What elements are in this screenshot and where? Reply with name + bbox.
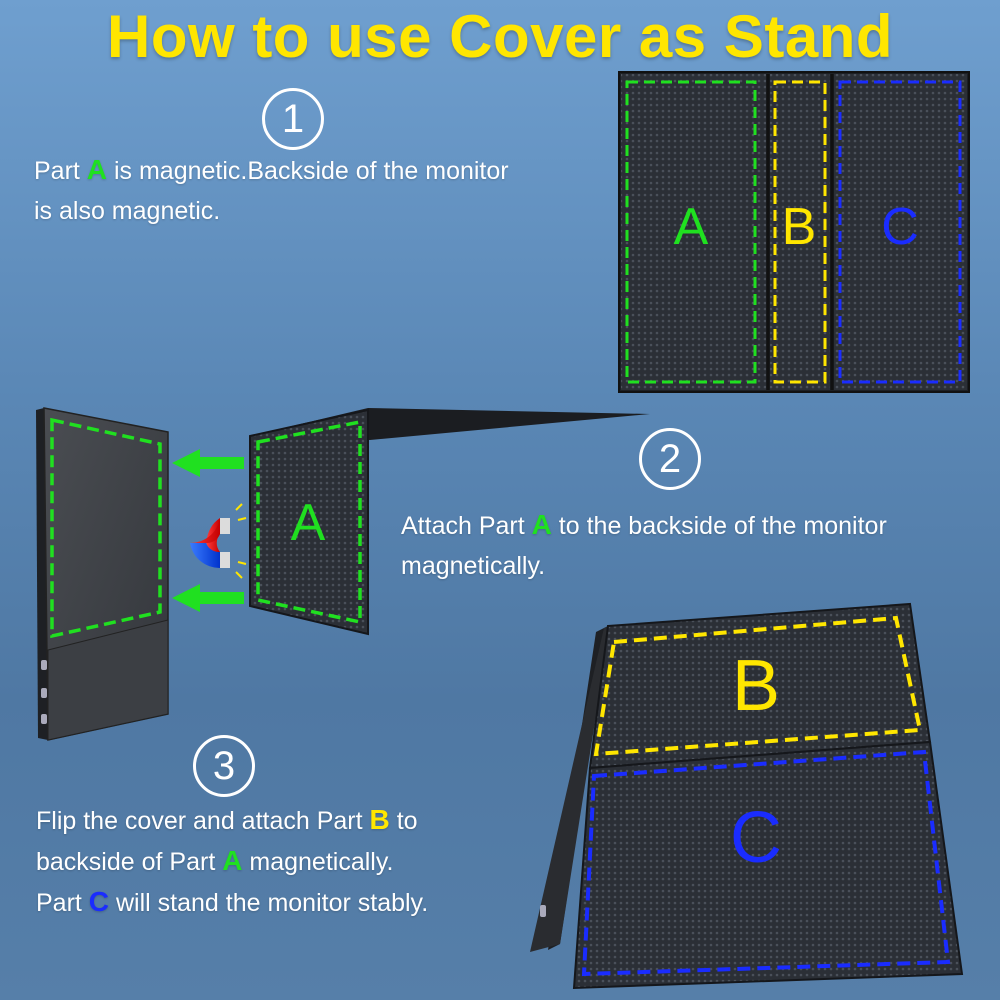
step-3-description: Flip the cover and attach Part B to back… — [36, 800, 556, 923]
step-2-part-a: A — [531, 509, 552, 540]
step-3-line2-post: magnetically. — [242, 848, 394, 876]
panel-c-outline — [838, 80, 962, 384]
step-2-number: 2 — [639, 428, 701, 490]
step-2-text-post: to the backside of the monitor — [551, 512, 887, 540]
monitor-on-stand: B C — [530, 602, 964, 990]
step-1-text-pre: Part — [34, 157, 87, 185]
page-title: How to use Cover as Stand — [107, 3, 893, 70]
step-2-description: Attach Part A to the backside of the mon… — [401, 505, 991, 586]
step-3-line1-post: to — [389, 807, 418, 835]
stand-part-b-outline — [593, 615, 923, 757]
panel-b-outline — [773, 80, 827, 384]
step-3-line1-pre: Flip the cover and attach Part — [36, 807, 370, 835]
step-3-line3-post: will stand the monitor stably. — [109, 889, 429, 917]
stand-part-c-label: C — [730, 798, 782, 878]
stand-part-c-outline — [581, 749, 951, 977]
step-3-part-c: C — [88, 886, 110, 917]
step-3-part-a: A — [222, 845, 243, 876]
arrow-left-icon — [172, 449, 244, 612]
step-3-part-b: B — [369, 804, 390, 835]
step-3-line2-pre: backside of Part — [36, 848, 223, 876]
cover-folded: A — [249, 408, 650, 636]
step-2-text-pre: Attach Part — [401, 512, 532, 540]
panel-b-label: B — [782, 198, 817, 256]
step-3-number: 3 — [193, 735, 255, 797]
step-1-number: 1 — [262, 88, 324, 150]
monitor-side-view — [36, 407, 169, 741]
flat-cover: A B C — [618, 71, 970, 393]
monitor-magnet-zone — [50, 417, 162, 639]
magnet-icon — [190, 503, 247, 579]
cover-part-a-label: A — [291, 494, 326, 552]
panel-a-outline — [625, 80, 757, 384]
stand-part-b-label: B — [732, 646, 780, 726]
cover-part-a-outline — [256, 419, 362, 625]
step-2-text-line2: magnetically. — [401, 552, 546, 580]
panel-c-label: C — [881, 198, 919, 256]
panel-a-label: A — [674, 198, 709, 256]
step-3-line3-pre: Part — [36, 889, 89, 917]
step-1-text-post: is magnetic.Backside of the monitor — [107, 157, 509, 185]
step-1-part-a: A — [86, 154, 108, 185]
step-1-description: Part A is magnetic.Backside of the monit… — [34, 150, 594, 231]
step-1-text-line2: is also magnetic. — [34, 197, 221, 225]
